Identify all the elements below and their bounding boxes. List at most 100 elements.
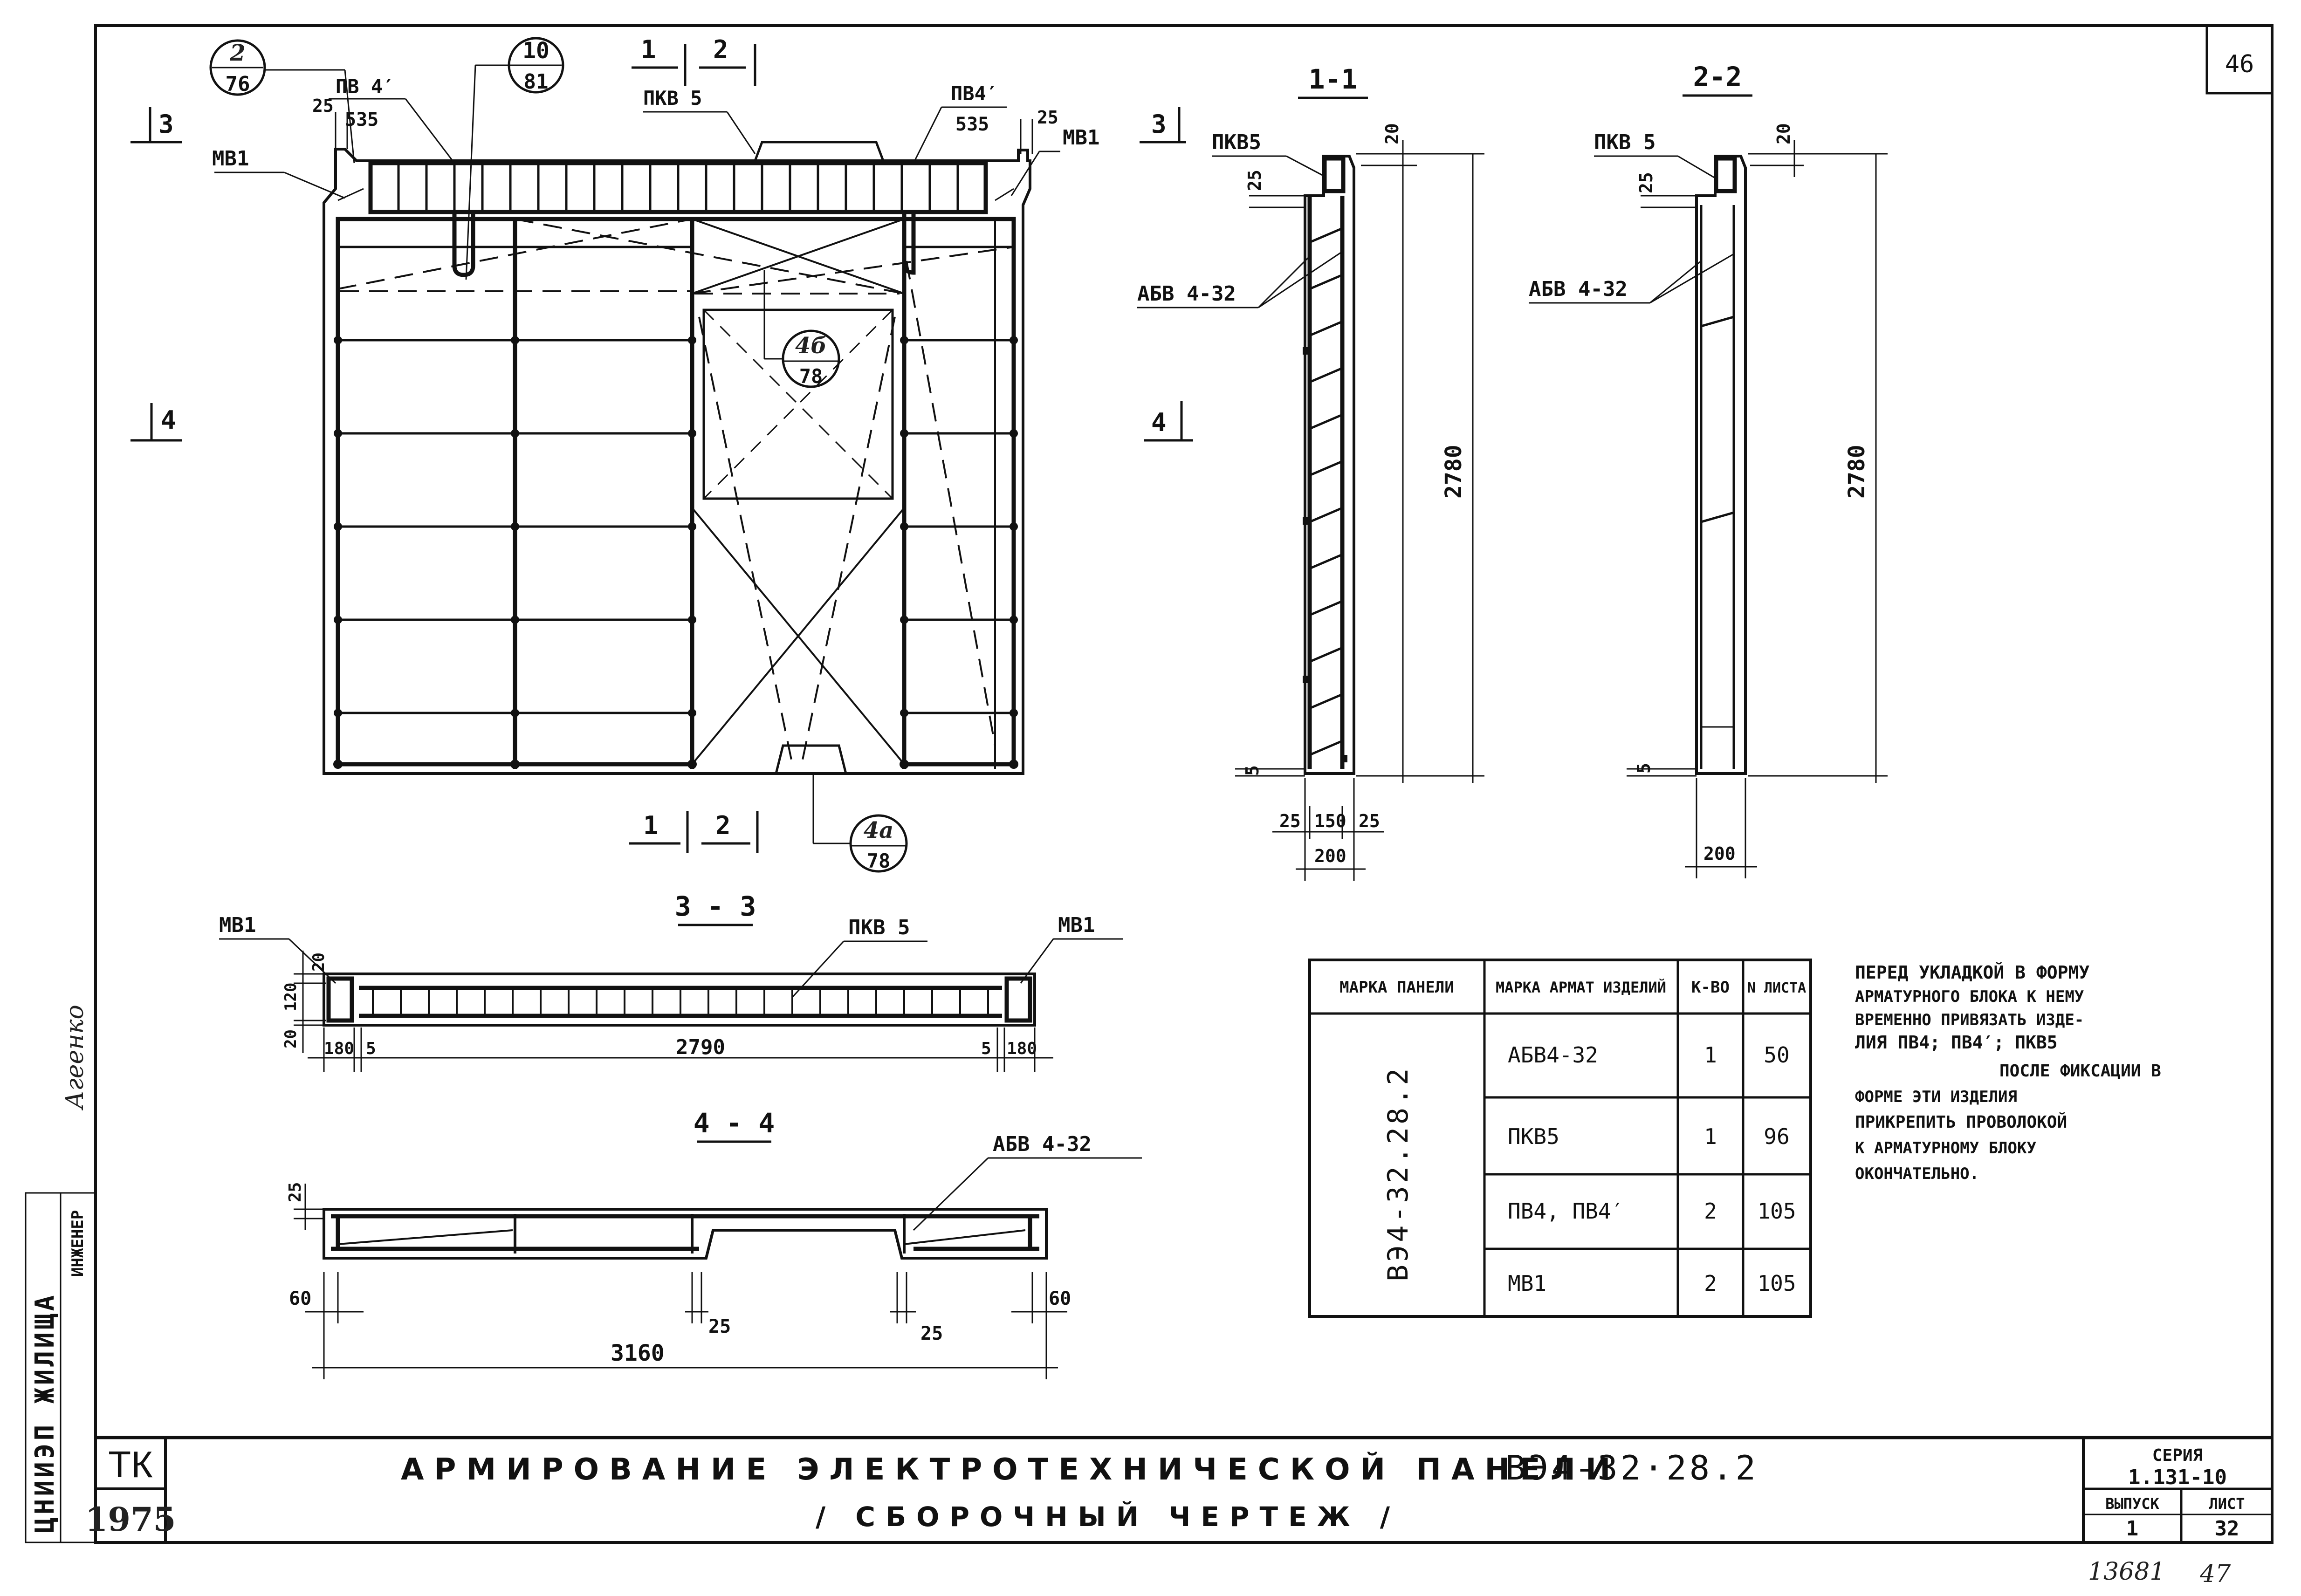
panel-outline [323,148,1031,775]
spec-row-1-item: АБВ4-32 [1508,1042,1598,1068]
spec-header-sheet: N ЛИСТА [1747,980,1806,996]
section-4-4-dim-25-mid-right: 25 [920,1323,943,1344]
section-4-4-dim-60-left: 60 [289,1288,311,1309]
cut-1-top-label: 1 [641,35,656,64]
spec-row-3-qty: 2 [1704,1199,1717,1224]
note-line-7: ПРИКРЕПИТЬ ПРОВОЛОКОЙ [1855,1112,2067,1132]
callout-4a-78: 4а 78 [812,774,908,873]
callout-4b-78: 4б 78 [763,270,840,388]
spec-row-2: ПКВ5 1 96 [1508,1124,1790,1149]
drawing-title-line1: АРМИРОВАНИЕ ЭЛЕКТРОТЕХНИЧЕСКОЙ ПАНЕЛИ [401,1452,1621,1487]
corner-number-box [2205,24,2274,95]
spec-row-1-sheet: 50 [1764,1042,1789,1068]
spec-row-2-sheet: 96 [1764,1124,1789,1149]
spec-row-4-qty: 2 [1704,1271,1717,1296]
reinforcement-block [336,217,1016,764]
callout-4a-78-bottom: 78 [867,849,891,872]
note-line-5: ПОСЛЕ ФИКСАЦИИ В [1999,1062,2161,1081]
spec-row-3: ПВ4, ПВ4′ 2 105 [1508,1199,1796,1224]
callout-4b-78-bottom: 78 [799,365,823,388]
callout-10-81-top: 10 [522,38,549,64]
spec-row-1: АБВ4-32 1 50 [1508,1042,1790,1068]
panel-opening [702,308,894,500]
section-4-4: 4 - 4 АБВ 4-32 25 60 25 25 60 3160 [286,1107,1142,1379]
label-pv4-right: ПВ4′ [951,82,998,105]
side-stamp: ЦНИИЭП ЖИЛИЩА ИНЖЕНЕР Агеенко [25,1005,96,1543]
title-block-year: 1975 [85,1500,176,1539]
dim-25-right: 25 [1037,107,1058,128]
bottom-sheet-number: 47 [2199,1560,2231,1588]
note-line-9: ОКОНЧАТЕЛЬНО. [1855,1164,1979,1183]
lifting-loop-left [452,212,475,277]
section-3-3-dim-2790: 2790 [676,1035,725,1059]
spec-row-2-qty: 1 [1704,1124,1717,1149]
sheet-frame [94,24,2274,1544]
bottom-archive-number: 13681 [2088,1558,2165,1586]
note-line-4: ЛИЯ ПВ4; ПВ4′; ПКВ5 [1855,1032,2058,1053]
title-block: ТК 1975 АРМИРОВАНИЕ ЭЛЕКТРОТЕХНИЧЕСКОЙ П… [85,1436,2274,1588]
sheet-corner-number: 46 [2225,50,2254,78]
section-3-3-dim-5-left: 5 [366,1039,376,1058]
spec-panel-mark: ВЭ4-32.28.2 [1382,1066,1415,1281]
spec-header-qty: К-ВО [1691,978,1730,997]
section-3-3-label-mv1-left: МВ1 [219,913,256,937]
section-3-3-label-mv1-right: МВ1 [1058,913,1095,937]
section-4-4-label-abv: АБВ 4-32 [993,1132,1092,1156]
spec-table: МАРКА ПАНЕЛИ МАРКА АРМАТ ИЗДЕЛИЙ К-ВО N … [1308,959,1812,1318]
spec-row-3-item: ПВ4, ПВ4′ [1508,1199,1624,1224]
section-3-3-dim-180-left: 180 [324,1039,354,1058]
panel-top-notch [754,141,885,161]
section-1-1-label-abv: АБВ 4-32 [1137,282,1236,306]
label-mv1-left: МВ1 [212,147,249,171]
callout-4b-78-top: 4б [795,333,827,359]
cut-3-left-label: 3 [158,110,174,139]
section-1-1-dim-5: 5 [1242,765,1263,776]
spec-row-2-item: ПКВ5 [1508,1124,1559,1149]
section-2-2-label-pkv5: ПКВ 5 [1594,130,1655,154]
section-3-3-dim-120: 120 [282,983,300,1011]
drawing-title-mark: ВЭ4-32·28.2 [1505,1448,1758,1487]
dim-25-left: 25 [312,96,334,116]
spec-header-items: МАРКА АРМАТ ИЗДЕЛИЙ [1496,979,1666,996]
section-4-4-dim-25-top: 25 [286,1182,305,1202]
label-pkv5-top: ПКВ 5 [643,87,702,110]
section-2-2-dim-20: 20 [1773,123,1794,144]
section-1-1-dim-200: 200 [1314,846,1346,866]
section-2-2: 2-2 ПКВ 5 АБВ 4-32 20 25 2780 5 200 [1529,61,1888,878]
cut-2-top-label: 2 [713,35,728,64]
label-pv4-left-dim: 535 [345,109,378,130]
cut-1-2-bottom: 1 2 [629,811,759,853]
section-3-3-dim-180-right: 180 [1007,1039,1037,1058]
section-1-1-dim-25: 25 [1244,170,1265,191]
spec-row-3-sheet: 105 [1757,1199,1796,1224]
title-block-org: ТК [108,1444,153,1485]
section-3-3-title: 3 - 3 [675,890,756,922]
assembly-note: ПЕРЕД УКЛАДКОЙ В ФОРМУ АРМАТУРНОГО БЛОКА… [1855,962,2161,1183]
label-pv4-right-dim: 535 [955,114,989,135]
section-1-1-dim-25a: 25 [1279,811,1301,831]
side-stamp-org: ЦНИИЭП ЖИЛИЩА [30,1293,60,1533]
series-label: СЕРИЯ [2152,1446,2203,1465]
cut-1-2-top: 1 2 [632,35,756,86]
section-1-1-dim-height: 2780 [1441,445,1467,499]
section-1-1-label-pkv5: ПКВ5 [1212,130,1261,154]
section-1-1-cut-3: 3 [1151,110,1167,139]
note-line-2: АРМАТУРНОГО БЛОКА К НЕМУ [1855,987,2084,1006]
section-4-4-title: 4 - 4 [694,1107,775,1139]
section-1-1: 1-1 3 4 ПКВ5 АБВ 4-32 [1137,63,1484,881]
section-3-3-dim-20-top: 20 [309,952,328,972]
note-line-3: ВРЕМЕННО ПРИВЯЗАТЬ ИЗДЕ- [1855,1011,2084,1029]
section-4-4-dim-60-right: 60 [1049,1288,1071,1309]
note-line-1: ПЕРЕД УКЛАДКОЙ В ФОРМУ [1855,962,2089,983]
cut-1-bottom-label: 1 [643,811,659,840]
section-2-2-dim-200: 200 [1703,843,1736,864]
callout-10-81-bottom: 81 [524,70,549,94]
section-1-1-cut-4: 4 [1151,408,1167,437]
spec-row-4-sheet: 105 [1757,1271,1796,1296]
spec-row-4-item: МВ1 [1508,1271,1546,1296]
callout-2-76-top: 2 [229,40,245,66]
issue-value: 1 [2126,1517,2139,1541]
issue-label: ВЫПУСК [2105,1495,2159,1513]
spec-header-panel: МАРКА ПАНЕЛИ [1339,978,1454,997]
